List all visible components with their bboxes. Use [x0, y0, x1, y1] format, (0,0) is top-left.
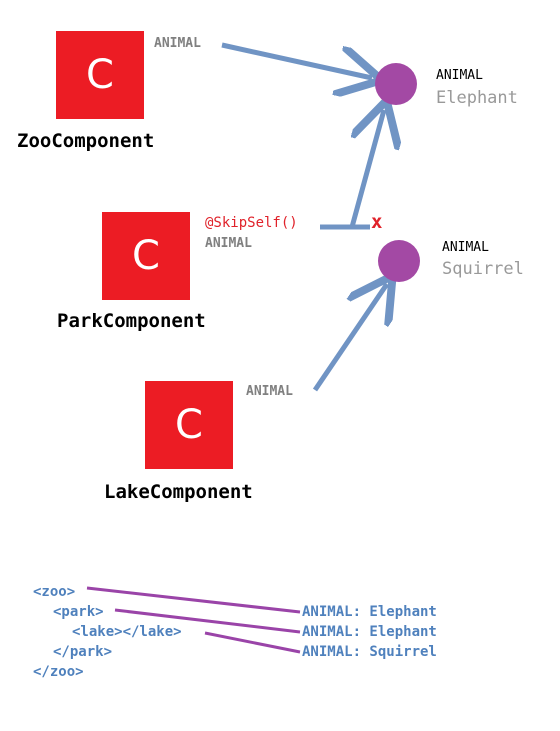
- code-connector-park: [114, 608, 301, 634]
- zoo-token-label: ANIMAL: [154, 36, 201, 51]
- code-line-park-open: <park>: [53, 604, 104, 620]
- resolution-park: ANIMAL: Elephant: [302, 624, 437, 640]
- code-line-zoo-close: </zoo>: [33, 664, 84, 680]
- squirrel-provider-value: Squirrel: [442, 259, 524, 279]
- zoo-resolution-arrow: [221, 42, 372, 78]
- resolution-zoo: ANIMAL: Elephant: [302, 604, 437, 620]
- elephant-provider-token: ANIMAL: [436, 68, 483, 83]
- code-line-lake: <lake></lake>: [72, 624, 182, 640]
- lake-component-icon: C: [145, 381, 233, 469]
- elephant-provider-node: [375, 63, 417, 105]
- code-line-park-close: </park>: [53, 644, 113, 660]
- park-skipself-decorator: @SkipSelf(): [205, 215, 298, 231]
- lake-resolution-arrow: [312, 284, 387, 392]
- zoo-component-icon: C: [56, 31, 144, 119]
- park-component-label: ParkComponent: [57, 310, 206, 332]
- lake-component-label: LakeComponent: [104, 481, 253, 503]
- squirrel-provider-token: ANIMAL: [442, 240, 489, 255]
- park-skipself-arrow: [349, 110, 384, 228]
- code-connector-zoo: [86, 586, 301, 614]
- resolution-lake: ANIMAL: Squirrel: [302, 644, 437, 660]
- squirrel-provider-node: [378, 240, 420, 282]
- blocked-marker-icon: x: [371, 211, 383, 233]
- elephant-provider-value: Elephant: [436, 88, 518, 108]
- lake-token-label: ANIMAL: [246, 384, 293, 399]
- zoo-component-label: ZooComponent: [17, 130, 155, 152]
- park-component-icon: C: [102, 212, 190, 300]
- code-connector-lake: [204, 631, 301, 654]
- code-line-zoo-open: <zoo>: [33, 584, 76, 600]
- park-token-label: ANIMAL: [205, 236, 252, 251]
